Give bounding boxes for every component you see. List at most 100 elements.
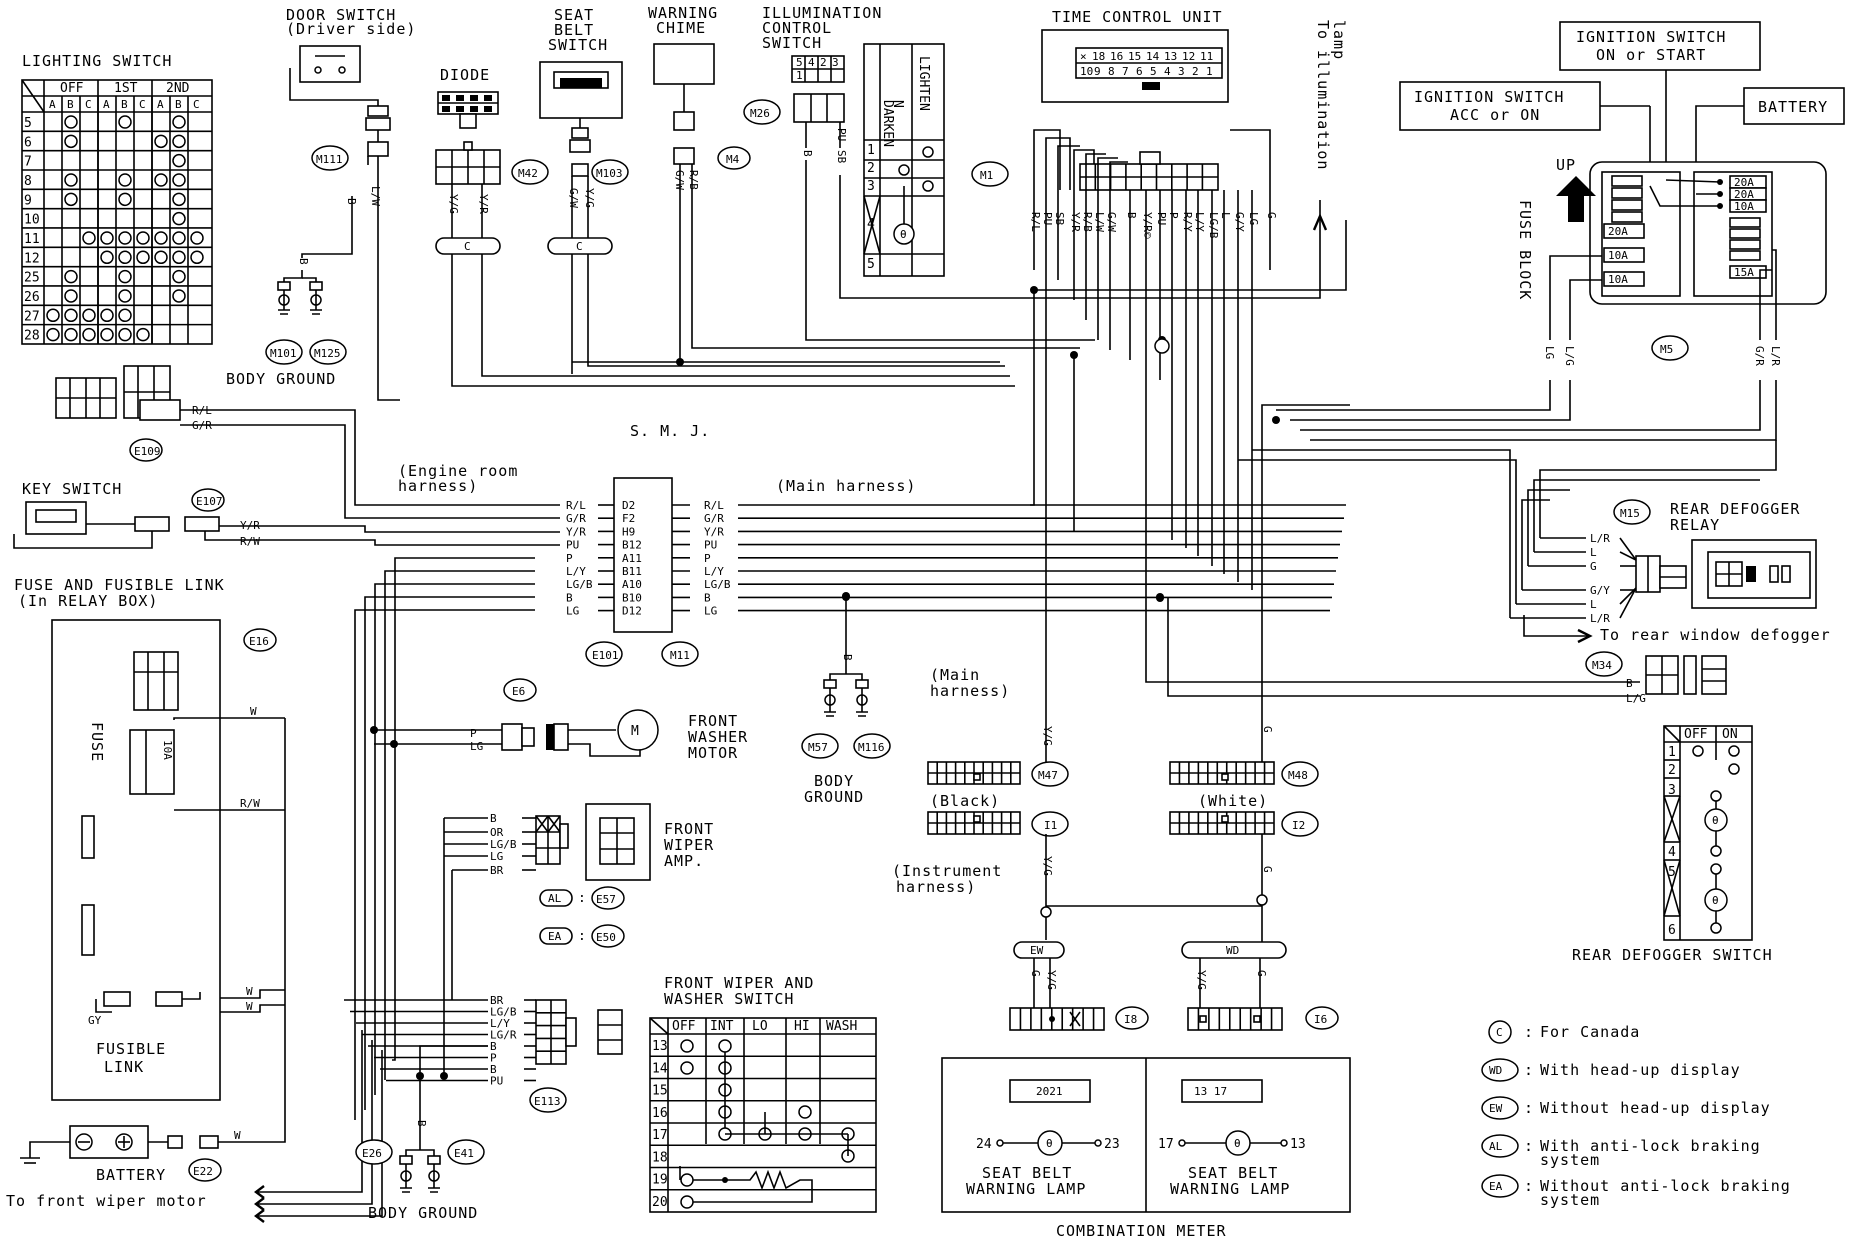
lt-row-label: 6 bbox=[24, 135, 32, 150]
seat-belt-lamp-1b: WARNING LAMP bbox=[966, 1180, 1086, 1198]
legend-symbol-text: WD bbox=[1489, 1064, 1502, 1077]
diode-c-label: C bbox=[464, 240, 471, 253]
amp-wire-label: LG bbox=[490, 850, 503, 863]
diode-title: DIODE bbox=[440, 66, 490, 84]
tcu-pin: 7 bbox=[1122, 65, 1129, 78]
washer-wire-p: P bbox=[470, 727, 477, 740]
ign-on-start-1: IGNITION SWITCH bbox=[1576, 28, 1726, 46]
legend-symbol bbox=[1481, 1134, 1519, 1158]
tcu-wire-label: LG bbox=[1247, 212, 1260, 225]
tcu-wire-label: G/W bbox=[1105, 212, 1118, 232]
legend-text: For Canada bbox=[1540, 1023, 1640, 1041]
smj-right-wire: LG bbox=[704, 605, 717, 618]
smj-right-wire: G/R bbox=[704, 512, 724, 525]
ignition-acc-on: IGNITION SWITCH ACC or ON bbox=[1399, 81, 1651, 186]
tcu-pin: 8 bbox=[1108, 65, 1115, 78]
tcu-pin: 11 bbox=[1200, 50, 1213, 63]
wiper-wire-label: PU bbox=[490, 1075, 503, 1088]
fb-wire-gr: G/R bbox=[1753, 346, 1766, 366]
to-illumination-1: To illumination bbox=[1314, 20, 1332, 170]
smj-left-wire: P bbox=[566, 552, 573, 565]
battery-bottom: W BATTERY E22 bbox=[20, 1010, 286, 1184]
main-harness-2a: (Main bbox=[930, 666, 980, 684]
illum-wire-sb: SB bbox=[835, 150, 848, 164]
legend-colon: : bbox=[1524, 1099, 1534, 1117]
tcu-pin: 3 bbox=[1178, 65, 1185, 78]
legend-symbol bbox=[1481, 1174, 1519, 1198]
wiper-row-label: 14 bbox=[652, 1061, 668, 1076]
battery-top: BATTERY bbox=[1695, 87, 1845, 200]
warning-chime-title-2: CHIME bbox=[656, 19, 706, 37]
m47-wire-yg: Y/G bbox=[1041, 726, 1054, 746]
lt-row-label: 5 bbox=[24, 116, 32, 131]
tcu-wire-label: LG/B bbox=[1207, 212, 1220, 239]
seat-belt-lamp-2b: WARNING LAMP bbox=[1170, 1180, 1290, 1198]
smj-right-wire: Y/R bbox=[704, 525, 724, 538]
key-switch-title: KEY SWITCH bbox=[22, 480, 122, 498]
smj-pin: A11 bbox=[622, 552, 642, 565]
diode-wire-yg: Y/G bbox=[447, 194, 460, 214]
smj-left-wire: L/Y bbox=[566, 565, 586, 578]
relay-fuse-rating: 10A bbox=[161, 740, 174, 760]
ignition-on-start: IGNITION SWITCH ON or START bbox=[1559, 21, 1761, 172]
m48-label: M48 bbox=[1288, 769, 1308, 782]
lt-1st: 1ST bbox=[114, 81, 138, 96]
meter-pin-13: 13 bbox=[1290, 1137, 1306, 1152]
tcu-pin: 4 bbox=[1164, 65, 1171, 78]
wd-wire-g: G bbox=[1255, 970, 1268, 977]
tcu-pin: 9 bbox=[1094, 65, 1101, 78]
svg-text:θ: θ bbox=[900, 228, 907, 241]
illum-ctrl-title-2: CONTROL bbox=[762, 19, 832, 37]
defog-row-label: 6 bbox=[1668, 923, 1676, 938]
tcu-wire-label: R/L bbox=[1029, 212, 1042, 232]
smj-left-wire: G/R bbox=[566, 512, 586, 525]
defog-row-label: 3 bbox=[1668, 783, 1676, 798]
engine-room-1: (Engine room bbox=[398, 462, 518, 480]
meter-pins-left: 2021 bbox=[1036, 1085, 1063, 1098]
tcu-wire-label: L/Y bbox=[1193, 212, 1206, 232]
illum-pin: 4 bbox=[808, 56, 815, 69]
illum-row-label: 4 bbox=[867, 217, 875, 232]
lt-row-label: 10 bbox=[24, 213, 40, 228]
seat-belt-lamp-1a: SEAT BELT bbox=[982, 1164, 1072, 1182]
e107-label: E107 bbox=[196, 495, 223, 508]
legend-symbol bbox=[1481, 1096, 1519, 1120]
defog-header: ON bbox=[1722, 727, 1738, 742]
door-switch-subtitle: (Driver side) bbox=[286, 20, 416, 38]
connectors-m47-i1: M47 (Black) I1 (Instrument harness) Y/G … bbox=[892, 726, 1069, 896]
n-label: N bbox=[890, 100, 905, 108]
seat-belt-switch-title-2: BELT bbox=[554, 21, 594, 39]
wiper-row-label: 17 bbox=[652, 1128, 668, 1143]
key-switch: Y/R R/W E107 bbox=[13, 488, 560, 549]
smj-pin: H9 bbox=[622, 525, 635, 538]
smj-pin: B10 bbox=[622, 591, 642, 604]
tcu-wire-label: SB bbox=[1053, 212, 1066, 226]
legend-colon: : bbox=[1524, 1023, 1534, 1041]
illum-row-label: 2 bbox=[867, 161, 875, 176]
smj-left-route bbox=[392, 557, 535, 1061]
e113-label: E113 bbox=[534, 1095, 561, 1108]
tcu-pin: 14 bbox=[1146, 50, 1160, 63]
tcu-wire-label: G/Y bbox=[1233, 212, 1246, 232]
i2-wire-g: G bbox=[1261, 866, 1274, 873]
illum-pin: 3 bbox=[832, 56, 839, 69]
illum-row-label: 5 bbox=[867, 257, 875, 272]
m5-label: M5 bbox=[1660, 343, 1673, 356]
meter-pin-24: 24 bbox=[976, 1137, 992, 1152]
smj-right-wire: LG/B bbox=[704, 578, 731, 591]
m26-label: M26 bbox=[750, 107, 770, 120]
tcu-wire bbox=[1073, 149, 1095, 300]
svg-text::: : bbox=[578, 891, 586, 906]
wiper-header: LO bbox=[752, 1019, 768, 1034]
legend-text-2: system bbox=[1540, 1151, 1600, 1169]
lt-subheader: B bbox=[67, 98, 74, 111]
body-ground-label-2: BODY GROUND bbox=[368, 1204, 478, 1222]
legend-text: With anti-lock braking bbox=[1540, 1137, 1761, 1155]
tcu-pin: 18 bbox=[1092, 50, 1105, 63]
e16-label: E16 bbox=[249, 635, 269, 648]
wiper-row-label: 16 bbox=[652, 1106, 668, 1121]
